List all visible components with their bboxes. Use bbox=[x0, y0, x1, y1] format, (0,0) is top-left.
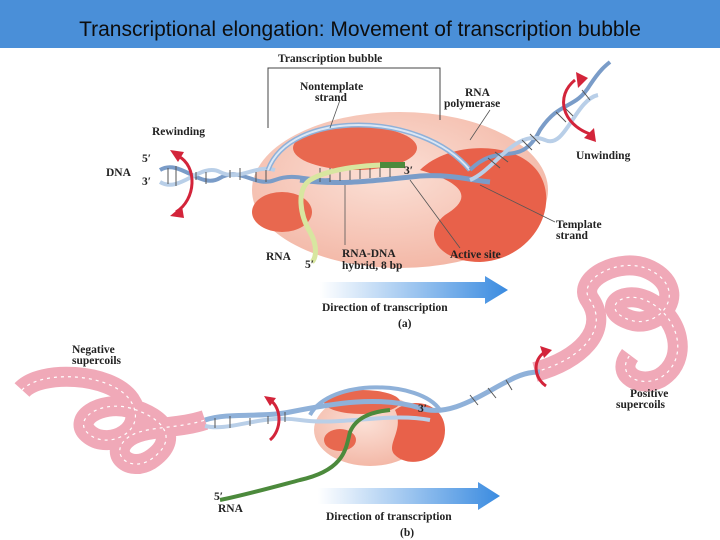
title-bar bbox=[0, 0, 720, 48]
rna-polymerase-label-1: RNA bbox=[465, 87, 491, 99]
transcription-bubble-label: Transcription bubble bbox=[278, 53, 382, 65]
leader-lines-a bbox=[329, 99, 556, 249]
rna-dna-hybrid-label-1: RNA-DNA bbox=[342, 248, 396, 260]
rna-label-b: RNA bbox=[218, 503, 244, 515]
rna-strand-b bbox=[219, 408, 391, 502]
rna-five-prime-label-a: 5′ bbox=[305, 259, 314, 271]
unwinding-rotation-arrow bbox=[562, 72, 596, 142]
negative-supercoils-label-2: supercoils bbox=[72, 355, 122, 367]
rna-strand-a bbox=[298, 162, 401, 264]
nontemplate-strand-highlight bbox=[267, 124, 471, 171]
unwinding-label: Unwinding bbox=[576, 150, 631, 162]
direction-arrow-b bbox=[318, 482, 500, 510]
rna-label-a: RNA bbox=[266, 251, 292, 263]
template-strand bbox=[299, 173, 491, 186]
dna-rungs-b bbox=[214, 379, 513, 428]
dna-rungs-left bbox=[167, 166, 267, 186]
five-prime-label: 5′ bbox=[142, 153, 151, 165]
direction-arrow-a bbox=[320, 276, 508, 304]
dna-helix-b bbox=[204, 369, 541, 423]
bubble-bracket bbox=[267, 67, 441, 128]
dna-rungs-right bbox=[487, 89, 591, 169]
positive-supercoils-label-2: supercoils bbox=[616, 399, 666, 411]
rna-dna-hybrid-label-2: hybrid, 8 bp bbox=[342, 260, 402, 272]
dna-helix-b-second bbox=[204, 415, 431, 430]
positive-supercoils-label-1: Positive bbox=[630, 388, 668, 400]
dna-helix-right bbox=[468, 60, 612, 182]
nontemplate-strand-b bbox=[308, 385, 442, 417]
dna-helix-left bbox=[158, 165, 331, 187]
negative-supercoils-label-1: Negative bbox=[72, 344, 115, 356]
three-prime-label: 3′ bbox=[142, 176, 151, 188]
panel-a: Transcription bubble Nontemplate strand … bbox=[106, 53, 631, 330]
direction-label-b: Direction of transcription bbox=[326, 511, 452, 523]
template-strand-label-2: strand bbox=[556, 230, 589, 242]
negative-supercoil-loops bbox=[14, 366, 209, 474]
polymerase-lobe-top bbox=[293, 126, 417, 170]
rewinding-rotation-arrow bbox=[170, 150, 194, 218]
polymerase-lobe-left bbox=[252, 192, 312, 232]
positive-supercoil-loops bbox=[532, 255, 688, 392]
slide-title: Transcriptional elongation: Movement of … bbox=[79, 18, 641, 41]
nontemplate-label-2: strand bbox=[315, 92, 348, 104]
rna-three-prime-label: 3′ bbox=[404, 165, 413, 177]
three-prime-label-b: 3′ bbox=[418, 403, 427, 415]
rna-polymerase-label-2: polymerase bbox=[444, 98, 500, 110]
panel-a-caption: (a) bbox=[398, 318, 412, 330]
active-site-label: Active site bbox=[450, 249, 501, 261]
panel-b-caption: (b) bbox=[400, 527, 414, 539]
template-strand-label-1: Template bbox=[556, 219, 602, 231]
dna-label: DNA bbox=[106, 167, 132, 179]
panel-b: Negative supercoils Positive supercoils … bbox=[14, 255, 688, 539]
rotation-arrow-b-right bbox=[534, 346, 552, 388]
direction-label-a: Direction of transcription bbox=[322, 302, 448, 314]
rewinding-label: Rewinding bbox=[152, 126, 205, 138]
nontemplate-label-1: Nontemplate bbox=[300, 81, 363, 93]
rna-five-prime-label-b: 5′ bbox=[214, 491, 223, 503]
rotation-arrow-b-left bbox=[264, 396, 281, 442]
